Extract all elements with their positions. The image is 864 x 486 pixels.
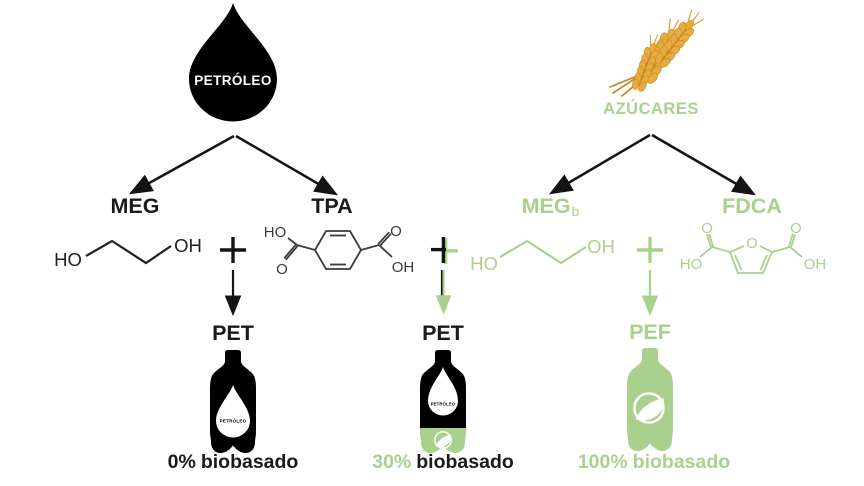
atom-label: OH (804, 256, 827, 273)
bottle-pet-hybrid-icon: PETRÓLEO (420, 350, 466, 453)
caption-pet-petro: 0%biobasado (168, 452, 299, 472)
label-fdca: FDCA (722, 194, 782, 218)
branch-arrows (128, 133, 757, 196)
label-azucares: AZÚCARES (603, 100, 699, 118)
arrow-petroleo-to-meg (128, 134, 235, 195)
wheat-icon (609, 6, 708, 97)
label-pet-petro: PET (212, 321, 254, 345)
label-pef: PEF (629, 320, 671, 344)
atom-label: O (276, 261, 288, 278)
label-megb-subscript: b (571, 203, 580, 219)
plus-icon-mixed (431, 237, 458, 264)
arrow-petroleo-to-tpa (235, 134, 339, 196)
bottle-pef-icon (627, 348, 673, 451)
atom-label: OH (174, 235, 202, 256)
atom-label: O (746, 235, 758, 252)
bottle-drop-label: PETRÓLEO (220, 417, 247, 424)
label-pet-hybrid: PET (422, 321, 464, 345)
arrow-azucares-to-megb (548, 133, 651, 195)
label-megb: MEGb (521, 194, 580, 219)
arrow-to-pet-hybrid (435, 270, 452, 315)
molecule-fdca-structure: O O O HO OH (680, 220, 827, 274)
water-drop-icon (428, 367, 458, 416)
atom-label: HO (264, 224, 287, 241)
molecule-tpa-structure: HO O O OH (264, 223, 415, 278)
atom-label: HO (470, 253, 498, 274)
bottle-pet-petroleum-icon: PETRÓLEO (210, 350, 256, 453)
atom-label: OH (392, 259, 415, 276)
bottle-drop-label: PETRÓLEO (431, 402, 456, 407)
caption-pef: 100%biobasado (578, 452, 730, 472)
label-megb-text: MEG (521, 194, 571, 218)
petroleum-drop-icon: PETRÓLEO (189, 3, 277, 122)
caption-pet-hybrid: 30%biobasado (372, 452, 514, 472)
atom-label: O (790, 220, 802, 237)
atom-label: OH (587, 236, 615, 257)
water-drop-icon (216, 385, 250, 438)
atom-label: HO (54, 249, 82, 270)
plus-icon-petro (220, 237, 246, 263)
caption-pct: 30% (372, 451, 412, 473)
atom-label: HO (680, 256, 703, 273)
caption-word: biobasado (632, 451, 731, 473)
molecule-meg-structure: HO OH (54, 235, 202, 270)
molecule-megb-structure: HO OH (470, 236, 615, 274)
arrow-azucares-to-fdca (651, 133, 757, 196)
caption-pct: 0% (167, 451, 196, 473)
atom-label: O (701, 220, 713, 237)
caption-word: biobasado (200, 451, 299, 473)
plus-icon-bio (637, 237, 663, 263)
caption-word: biobasado (416, 451, 514, 473)
label-meg: MEG (110, 194, 160, 218)
label-tpa: TPA (311, 194, 353, 218)
petroleum-drop-label: PETRÓLEO (194, 73, 271, 88)
caption-pct: 100% (577, 451, 628, 473)
atom-label: O (390, 223, 402, 240)
